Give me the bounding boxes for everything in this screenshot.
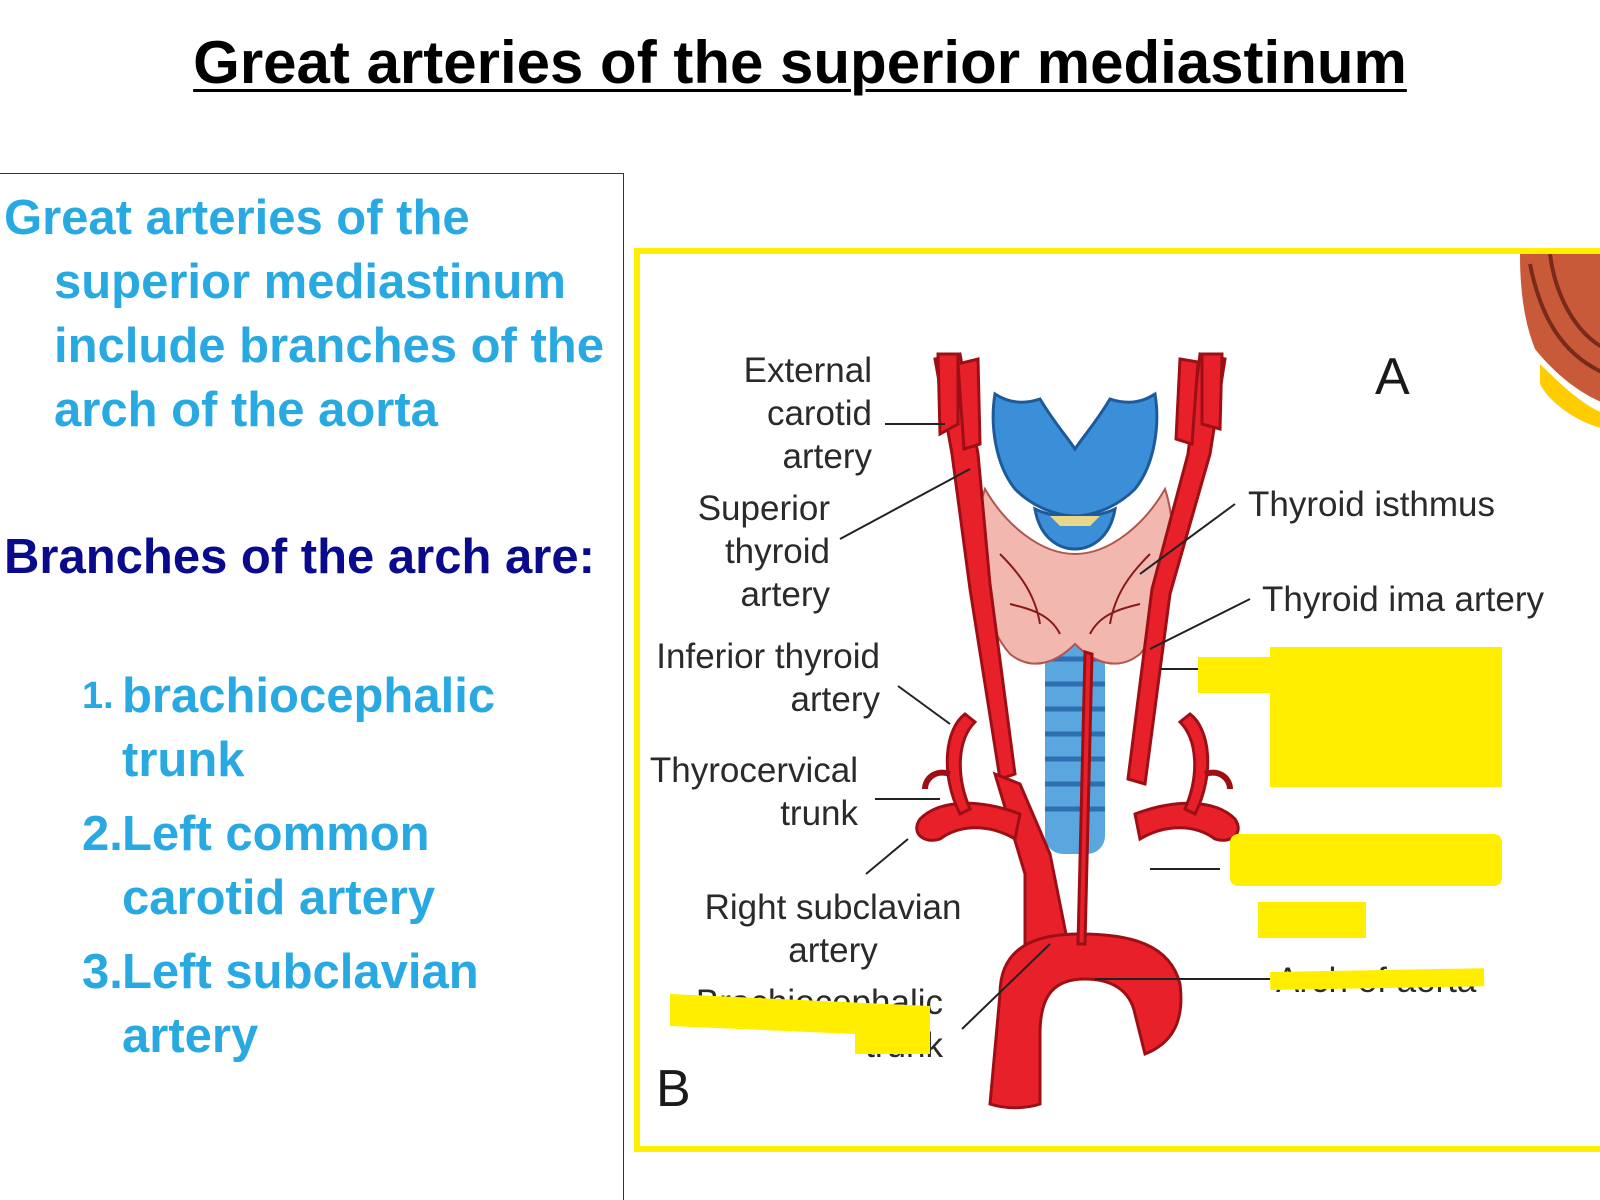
highlight-patch — [1270, 968, 1485, 990]
highlight-patch — [670, 994, 930, 1054]
panel-letter-a: A — [1375, 348, 1410, 406]
highlight-patch — [1258, 902, 1366, 938]
highlight-patch — [1230, 834, 1502, 886]
branch-label: Left subclavian artery — [122, 945, 479, 1063]
branch-label: brachiocephalic trunk — [122, 669, 496, 787]
label-inferior-thyroid-1: Inferior thyroid — [656, 637, 880, 676]
leader-lines — [839, 423, 1270, 1030]
slide-title: Great arteries of the superior mediastin… — [193, 29, 1407, 96]
label-superior-thyroid-2: thyroid — [725, 532, 830, 571]
anatomy-figure: External carotid artery Superior thyroid… — [634, 248, 1600, 1152]
label-thyrocervical-1: Thyrocervical — [650, 751, 858, 790]
label-thyrocervical-2: trunk — [780, 794, 858, 833]
label-external-carotid-3: artery — [783, 437, 873, 476]
highlight-patch — [1198, 657, 1278, 693]
branch-item-2: 2. Left common carotid artery — [82, 802, 602, 930]
label-right-subclavian-2: artery — [788, 931, 878, 970]
label-superior-thyroid-3: artery — [741, 575, 831, 614]
branch-number: 2. — [82, 807, 123, 861]
panel-letter-b: B — [656, 1060, 691, 1118]
branch-label: Left common carotid artery — [122, 807, 436, 925]
label-external-carotid-1: External — [744, 351, 872, 390]
label-inferior-thyroid-2: artery — [791, 680, 881, 719]
arterial-tree — [915, 352, 1240, 1110]
branch-item-3: 3. Left subclavian artery — [82, 940, 602, 1068]
text-box — [0, 173, 624, 1200]
branch-number: 1. — [82, 675, 114, 717]
label-external-carotid-2: carotid — [767, 394, 872, 433]
highlight-patch — [1270, 647, 1502, 787]
branch-item-1: 1. brachiocephalic trunk — [82, 664, 602, 792]
branches-heading: Branches of the arch are: — [4, 530, 595, 584]
branch-number: 3. — [82, 945, 123, 999]
yellow-highlights — [670, 647, 1502, 1054]
corner-illustration-fragment — [1520, 254, 1600, 428]
arteries-diagram: External carotid artery Superior thyroid… — [650, 254, 1600, 1118]
intro-paragraph: Great arteries of the superior mediastin… — [4, 191, 604, 437]
label-right-subclavian-1: Right subclavian — [705, 888, 962, 927]
label-superior-thyroid-1: Superior — [698, 489, 831, 528]
label-thyroid-ima: Thyroid ima artery — [1262, 580, 1545, 619]
larynx-cartilage — [991, 391, 1159, 551]
label-thyroid-isthmus: Thyroid isthmus — [1248, 485, 1495, 524]
